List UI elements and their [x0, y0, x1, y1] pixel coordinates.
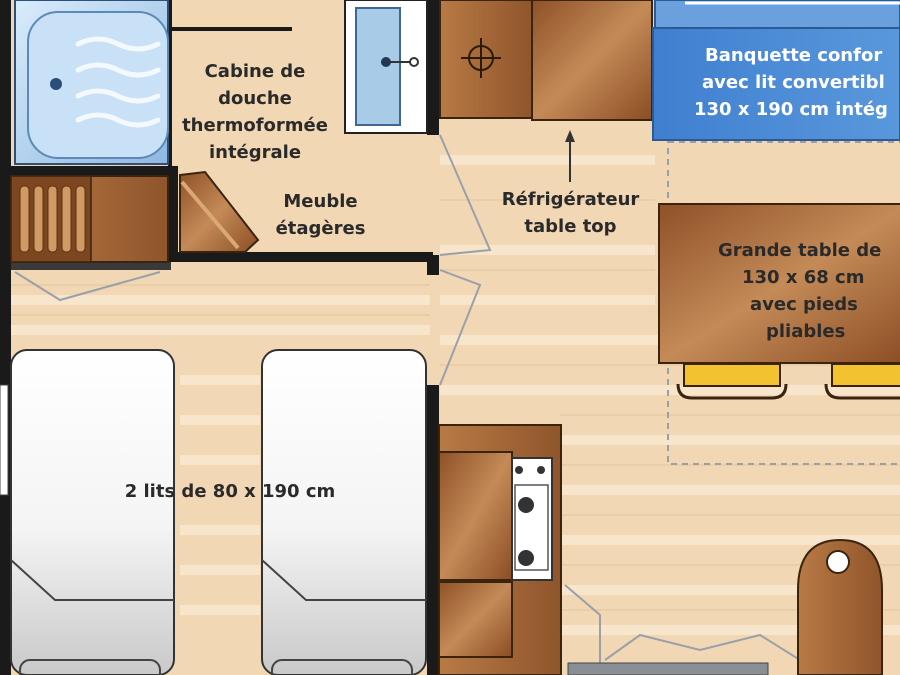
label-fridge-line-1: Réfrigérateur: [501, 189, 640, 210]
label-shelves-line-2: étagères: [275, 218, 366, 239]
label-beds: 2 lits de 80 x 190 cm: [110, 478, 350, 505]
label-shelves-line-1: Meuble: [283, 191, 358, 212]
dining-table: [658, 203, 900, 364]
label-bench-line-1: Banquette confor: [705, 45, 883, 66]
label-table-line-4: pliables: [766, 321, 846, 342]
label-shower-line-1: Cabine de: [204, 61, 306, 82]
chair-left: [676, 363, 788, 400]
label-table: Grande table de 130 x 68 cm avec pieds p…: [700, 237, 900, 345]
armchair: [797, 538, 883, 675]
label-bench-line-2: avec lit convertibl: [702, 72, 885, 93]
label-fridge: Réfrigérateur table top: [488, 186, 653, 240]
burner-icons: [515, 466, 545, 566]
bed-right: [261, 349, 427, 675]
bathroom-door: [179, 170, 260, 253]
shower-wall-line: [168, 0, 172, 166]
wash-basin: [355, 7, 401, 126]
label-shelves: Meuble étagères: [258, 188, 383, 242]
floor-planks: [10, 155, 900, 635]
label-shower-line-3: thermoformée: [182, 115, 328, 136]
label-fridge-line-2: table top: [524, 216, 617, 237]
shower-curtain-rail: [172, 27, 292, 31]
crosshair-icon: [461, 38, 501, 78]
label-table-line-1: Grande table de: [718, 240, 882, 261]
door-swing: [14, 271, 161, 302]
shower-basin: [27, 11, 169, 159]
label-table-line-2: 130 x 68 cm: [742, 267, 865, 288]
label-bench: Banquette confor avec lit convertibl 130…: [690, 42, 900, 123]
label-table-line-3: avec pieds: [750, 294, 858, 315]
bench-seat: [652, 27, 900, 141]
label-beds-text: 2 lits de 80 x 190 cm: [124, 481, 336, 502]
shower-waves: [75, 36, 161, 128]
bed-left: [10, 349, 175, 675]
shelf-slats: [19, 185, 86, 253]
fridge: [531, 0, 653, 121]
chair-right: [824, 363, 900, 400]
walls: [0, 0, 439, 675]
shower-drain-icon: [50, 78, 62, 90]
label-shower-line-4: intégrale: [208, 142, 302, 163]
armchair-knob-icon: [826, 550, 850, 574]
kitchen-cabinet-lower: [438, 581, 513, 658]
kitchen-cabinet-upper: [438, 451, 513, 581]
label-shower-line-2: douche: [218, 88, 292, 109]
label-shower: Cabine de douche thermoformée intégrale: [170, 58, 340, 166]
label-bench-line-3: 130 x 190 cm intég: [694, 99, 888, 120]
floor-plank-seams: [10, 199, 900, 611]
